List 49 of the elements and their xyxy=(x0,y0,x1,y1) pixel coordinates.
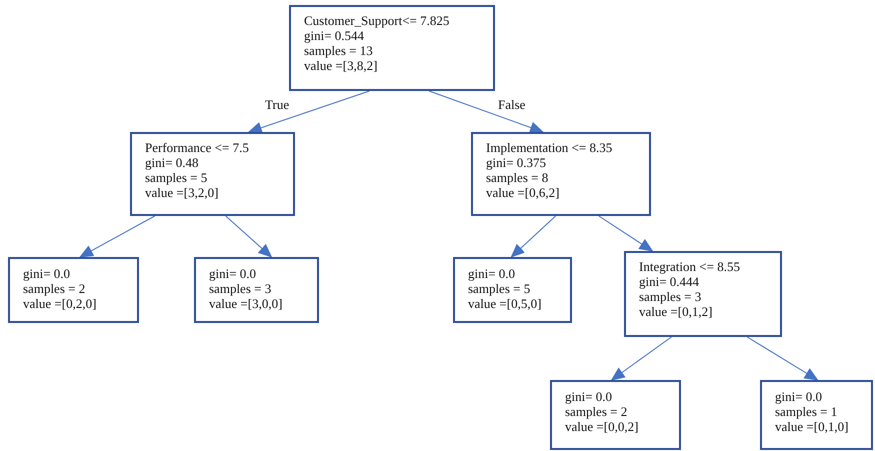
node-text: value =[3,8,2] xyxy=(304,58,378,73)
node-text: value =[0,6,2] xyxy=(486,185,560,200)
arrow xyxy=(225,216,272,258)
node-text: samples = 3 xyxy=(639,289,702,304)
edge-label: False xyxy=(497,97,526,112)
node-text: gini= 0.375 xyxy=(486,155,548,170)
node-text: samples = 5 xyxy=(145,170,208,185)
node-text: Integration <= 8.55 xyxy=(639,259,741,274)
node-text: gini= 0.0 xyxy=(23,266,72,281)
node-text: samples = 1 xyxy=(775,404,838,419)
node-text: gini= 0.0 xyxy=(565,389,614,404)
node-text: samples = 8 xyxy=(486,170,550,185)
node-text: samples = 2 xyxy=(23,281,86,296)
arrow xyxy=(598,216,654,252)
node-text: samples = 2 xyxy=(565,404,628,419)
arrow xyxy=(248,90,370,134)
tree-node-box xyxy=(194,257,319,323)
node-text: value =[3,2,0] xyxy=(145,185,220,200)
node-text: gini= 0.0 xyxy=(209,266,258,281)
node-text: Customer_Support<= 7.825 xyxy=(304,13,450,28)
node-text: gini= 0.0 xyxy=(468,266,516,281)
node-text: gini= 0.544 xyxy=(304,28,366,43)
arrow xyxy=(746,336,818,381)
tree-node-box xyxy=(471,132,651,216)
node-text: samples = 5 xyxy=(468,281,532,296)
node-text: value =[3,0,0] xyxy=(209,296,284,311)
tree-node-box xyxy=(624,251,782,337)
node-text: gini= 0.444 xyxy=(639,274,700,289)
tree-node-box xyxy=(453,257,572,323)
tree-node-box xyxy=(760,380,873,450)
node-text: Performance <= 7.5 xyxy=(145,140,250,155)
tree-node-box xyxy=(550,380,681,450)
node-text: value =[0,2,0] xyxy=(23,296,98,311)
node-text: gini= 0.0 xyxy=(775,389,824,404)
node-text: value =[0,1,2] xyxy=(639,304,714,319)
tree-node-box xyxy=(8,257,139,323)
node-text: value =[0,5,0] xyxy=(468,296,542,311)
arrow xyxy=(428,90,544,134)
node-text: Implementation <= 8.35 xyxy=(486,140,614,155)
arrow xyxy=(610,336,672,381)
tree-node-box xyxy=(289,5,495,91)
node-text: samples = 3 xyxy=(209,281,272,296)
node-text: value =[0,1,0] xyxy=(775,419,850,434)
arrow xyxy=(79,216,156,258)
node-text: samples = 13 xyxy=(304,43,374,58)
arrow xyxy=(510,216,556,258)
node-text: value =[0,0,2] xyxy=(565,419,640,434)
tree-node-box xyxy=(130,132,295,216)
node-text: gini= 0.48 xyxy=(145,155,200,170)
